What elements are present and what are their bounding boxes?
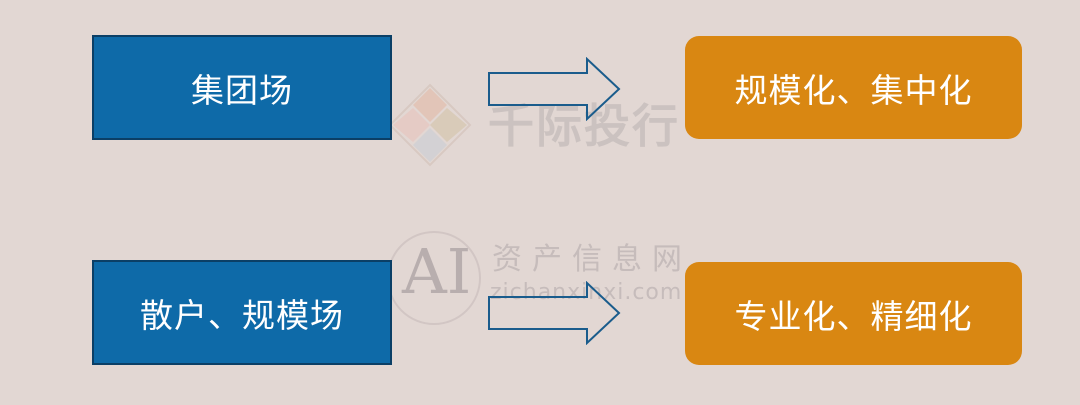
right-arrow-icon	[488, 281, 621, 345]
source-box-label: 集团场	[191, 70, 293, 110]
target-box-specialization-refinement: 专业化、精细化	[685, 262, 1022, 365]
target-box-scale-centralization: 规模化、集中化	[685, 36, 1022, 139]
watermark-logo-icon	[388, 83, 472, 167]
target-box-label: 专业化、精细化	[734, 296, 973, 336]
source-box-group-farms: 集团场	[92, 35, 392, 140]
watermark-seal-icon	[387, 231, 481, 325]
right-arrow-icon	[488, 57, 621, 121]
watermark-site-name: 资产信息网	[492, 242, 692, 277]
target-box-label: 规模化、集中化	[734, 70, 973, 110]
source-box-label: 散户、规模场	[140, 295, 344, 335]
watermark-ai-mark: AI	[402, 235, 472, 308]
source-box-smallholders-scale-farms: 散户、规模场	[92, 260, 392, 365]
